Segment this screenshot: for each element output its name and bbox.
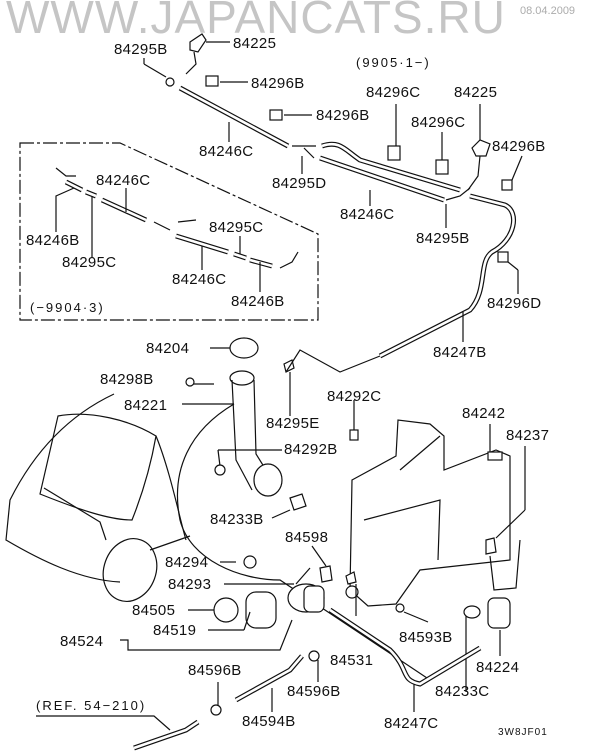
part-label-84295E[interactable]: 84295E [266,415,320,432]
part-label-84298B[interactable]: 84298B [100,371,154,388]
nozzle-top-left [143,33,230,87]
filler-neck [176,337,431,681]
part-label-84519[interactable]: 84519 [153,622,197,639]
note-new-version: (9905·1−) [356,55,431,70]
part-label-84596B[interactable]: 84596B [188,662,242,679]
part-label-84293[interactable]: 84293 [168,576,212,593]
part-label-84524[interactable]: 84524 [60,633,104,650]
part-label-84246C[interactable]: 84246C [96,172,151,189]
reservoir-tank [349,419,526,607]
part-label-84294[interactable]: 84294 [165,554,209,571]
part-label-84296C[interactable]: 84296C [366,84,421,101]
part-label-84247C[interactable]: 84247C [384,715,439,732]
part-label-84204[interactable]: 84204 [146,340,190,357]
part-label-84295C[interactable]: 84295C [209,219,264,236]
clip-84296B-a [205,75,248,87]
part-label-84593B[interactable]: 84593B [399,629,453,646]
pump-assembly [120,545,511,692]
part-label-84237[interactable]: 84237 [506,427,550,444]
old-version-hoses [55,167,299,292]
part-label-84242[interactable]: 84242 [462,405,506,422]
part-label-84296B[interactable]: 84296B [492,138,546,155]
part-label-84296C[interactable]: 84296C [411,114,466,131]
note-reference: (REF. 54−210) [36,698,147,713]
part-label-84295D[interactable]: 84295D [272,175,327,192]
part-label-84233B[interactable]: 84233B [210,511,264,528]
part-label-84246B[interactable]: 84246B [26,232,80,249]
old-version-box [19,142,319,321]
part-label-84596B[interactable]: 84596B [287,683,341,700]
watermark-date: 08.04.2009 [520,5,576,17]
part-label-84295B[interactable]: 84295B [416,230,470,247]
part-label-84221[interactable]: 84221 [124,397,168,414]
part-label-84246C[interactable]: 84246C [340,206,395,223]
part-label-84296B[interactable]: 84296B [316,107,370,124]
part-label-84292C[interactable]: 84292C [327,388,382,405]
part-label-84598[interactable]: 84598 [285,529,329,546]
part-label-84246B[interactable]: 84246B [231,293,285,310]
clip-84296B-b [269,109,312,121]
part-label-84296D[interactable]: 84296D [487,295,542,312]
part-label-84233C[interactable]: 84233C [435,683,490,700]
watermark: WWW.JAPANCATS.RU [6,0,506,43]
part-label-84246C[interactable]: 84246C [199,143,254,160]
part-label-84531[interactable]: 84531 [330,652,374,669]
part-label-84295C[interactable]: 84295C [62,254,117,271]
part-label-84225[interactable]: 84225 [454,84,498,101]
diagram-code: 3W8JF01 [498,727,548,738]
part-label-84224[interactable]: 84224 [476,659,520,676]
part-label-84247B[interactable]: 84247B [433,344,487,361]
part-label-84505[interactable]: 84505 [132,602,176,619]
part-label-84295B[interactable]: 84295B [114,41,168,58]
hose-84247B [378,193,516,359]
part-label-84225[interactable]: 84225 [233,35,277,52]
note-old-version: (−9904·3) [30,300,105,315]
part-label-84594B[interactable]: 84594B [242,713,296,730]
part-label-84296B[interactable]: 84296B [251,75,305,92]
part-label-84292B[interactable]: 84292B [284,441,338,458]
car-outline [5,393,191,602]
part-label-84246C[interactable]: 84246C [172,271,227,288]
